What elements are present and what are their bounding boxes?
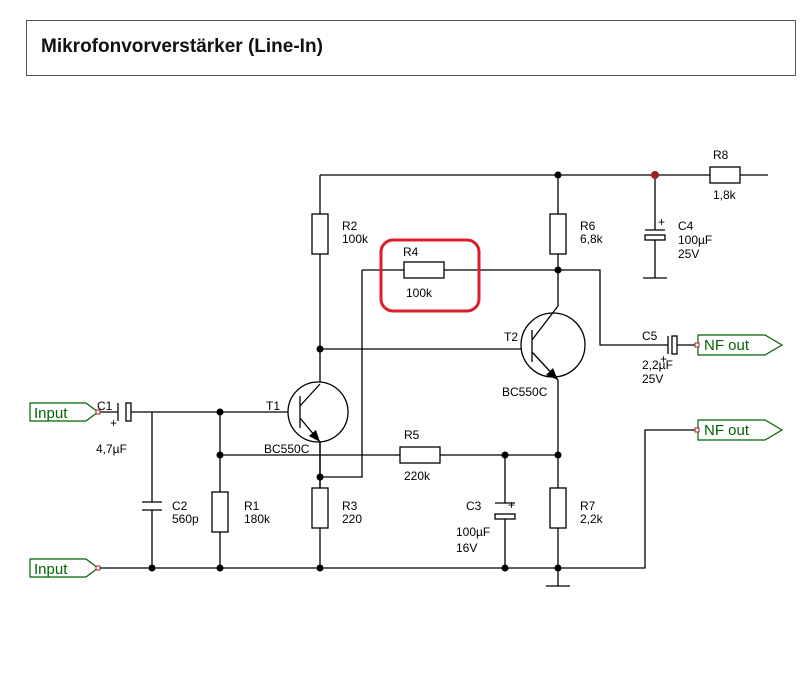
junction-dot: [216, 408, 224, 416]
junction-dot: [216, 451, 224, 459]
capacitor-c1: [117, 402, 132, 422]
label-c3-voltage: 16V: [456, 541, 477, 555]
junction-dot: [316, 473, 324, 481]
svg-text:Input: Input: [34, 405, 68, 422]
resistor-r5: [399, 446, 441, 464]
label-t1-type: BC550C: [264, 442, 310, 456]
svg-text:NF out: NF out: [704, 337, 750, 354]
resistor-r3: [311, 487, 329, 529]
label-r7-value: 2,2k: [580, 512, 604, 526]
junction-dot: [316, 564, 324, 572]
connector-nf-out-top[interactable]: NF out: [694, 334, 784, 356]
junction-dots: [148, 171, 659, 572]
label-r1-value: 180k: [244, 512, 271, 526]
label-t1-name: T1: [266, 399, 280, 413]
label-r5-value: 220k: [404, 469, 431, 483]
label-c4-name: C4: [678, 219, 694, 233]
resistor-r2: [311, 213, 329, 255]
label-c4-voltage: 25V: [678, 247, 699, 261]
label-c2-value: 560p: [172, 512, 199, 526]
title-box: Mikrofonvorverstärker (Line-In): [26, 20, 796, 76]
svg-text:Input: Input: [34, 561, 68, 578]
transistor-t2: [520, 305, 586, 381]
polarity-mark: +: [110, 416, 117, 430]
label-c5-voltage: 25V: [642, 372, 663, 386]
connector-input-top[interactable]: Input: [29, 402, 101, 422]
highlight-frame: [379, 238, 481, 313]
label-c1-value: 4,7µF: [96, 442, 127, 456]
junction-dot: [554, 171, 562, 179]
label-r5-name: R5: [404, 428, 420, 442]
connector-nf-out-bottom[interactable]: NF out: [694, 419, 784, 441]
label-c3-name: C3: [466, 499, 482, 513]
label-r7-name: R7: [580, 499, 596, 513]
wires: [100, 174, 768, 586]
junction-dot: [148, 564, 156, 572]
label-r3-name: R3: [342, 499, 358, 513]
junction-dot: [651, 171, 659, 179]
label-r6-name: R6: [580, 219, 596, 233]
label-t2-type: BC550C: [502, 385, 548, 399]
junction-dot: [554, 564, 562, 572]
label-c5-name: C5: [642, 329, 658, 343]
capacitor-c5: [667, 335, 678, 355]
junction-dot: [501, 564, 509, 572]
label-r3-value: 220: [342, 512, 362, 526]
junction-dot: [501, 451, 509, 459]
junction-dot: [316, 345, 324, 353]
connector-input-bottom[interactable]: Input: [29, 558, 101, 578]
junction-dot: [554, 451, 562, 459]
component-labels: R2 100k R6 6,8k R4 100k R5 220k R8 1,8k …: [96, 148, 737, 555]
transistor-t1: [287, 381, 349, 443]
label-c4-value: 100µF: [678, 233, 712, 247]
junction-dot: [216, 564, 224, 572]
label-t2-name: T2: [504, 330, 518, 344]
resistor-r8: [709, 166, 741, 184]
resistor-r1: [211, 491, 229, 533]
capacitor-c2: [142, 501, 162, 511]
capacitor-c3: [494, 502, 516, 520]
resistor-r6: [549, 213, 567, 255]
label-r2-name: R2: [342, 219, 358, 233]
label-r1-name: R1: [244, 499, 260, 513]
polarity-mark: +: [508, 498, 515, 512]
label-r6-value: 6,8k: [580, 232, 604, 246]
label-r2-value: 100k: [342, 232, 369, 246]
label-r4-name: R4: [403, 245, 419, 259]
label-c5-value: 2,2µF: [642, 358, 673, 372]
page-title: Mikrofonvorverstärker (Line-In): [41, 36, 323, 57]
svg-text:NF out: NF out: [704, 422, 750, 439]
junction-dot: [554, 266, 562, 274]
label-r8-value: 1,8k: [713, 188, 737, 202]
capacitor-c4: [644, 229, 666, 241]
label-r8-name: R8: [713, 148, 729, 162]
resistor-r7: [549, 487, 567, 529]
label-c3-value: 100µF: [456, 525, 490, 539]
label-c1-name: C1: [97, 399, 113, 413]
label-c2-name: C2: [172, 499, 188, 513]
resistor-r4: [403, 261, 445, 279]
label-r4-value: 100k: [406, 286, 433, 300]
polarity-mark: +: [660, 352, 667, 366]
polarity-mark: +: [658, 215, 665, 229]
